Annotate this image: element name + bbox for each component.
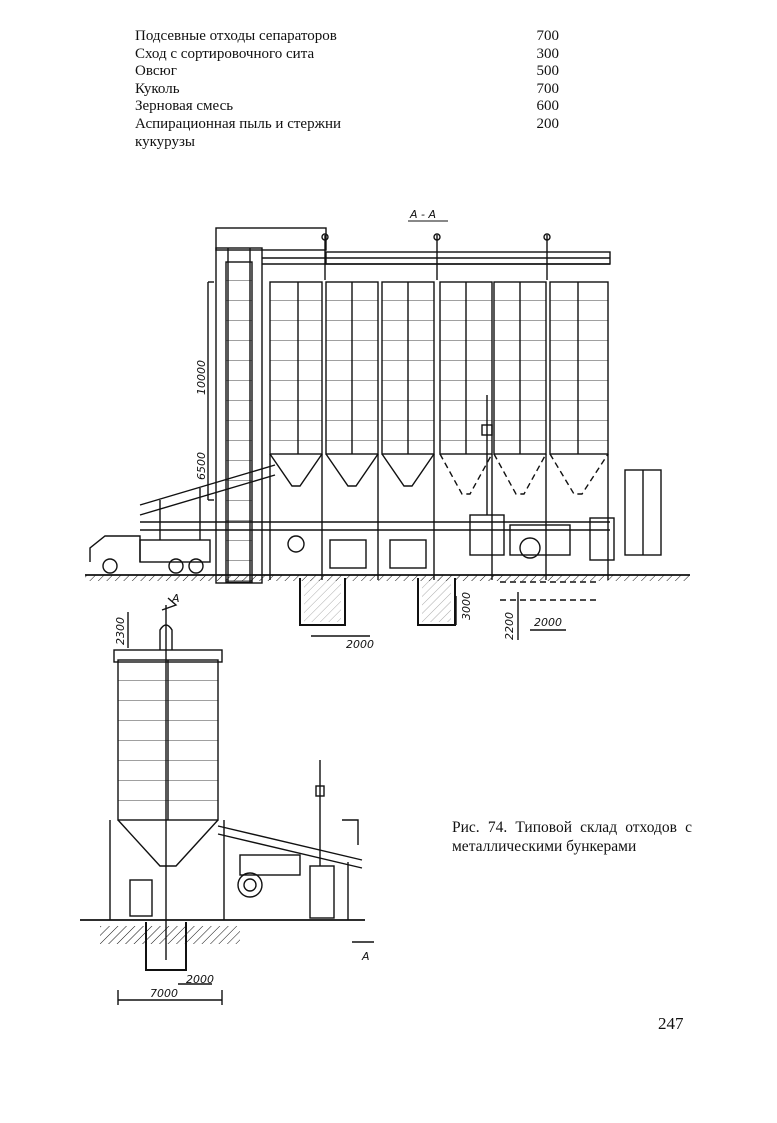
cut-marker-top: А <box>171 592 180 605</box>
bins-row <box>270 282 608 494</box>
dim-side-top: 2300 <box>114 617 127 645</box>
dim-side-pit: 2000 <box>186 973 214 986</box>
elevator-tower <box>216 248 262 583</box>
dim-pit-depth: 3000 <box>460 592 473 620</box>
truck <box>90 536 210 573</box>
page-number: 247 <box>658 1014 684 1034</box>
dim-side-width: 7000 <box>150 987 178 1000</box>
cut-marker-bottom: А <box>361 950 370 963</box>
section-label: А - А <box>409 208 436 221</box>
side-view <box>80 598 374 1005</box>
dim-height-total: 10000 <box>195 360 208 395</box>
front-section-view <box>85 228 690 640</box>
dim-width-right: 2000 <box>534 616 562 629</box>
figure-caption: Рис. 74. Типовой склад отходов с металли… <box>452 818 692 856</box>
dim-pit-width: 2000 <box>346 638 374 651</box>
top-gallery <box>216 228 326 250</box>
dim-depth-right: 2200 <box>503 612 516 640</box>
dim-height-conveyor: 6500 <box>195 452 208 480</box>
